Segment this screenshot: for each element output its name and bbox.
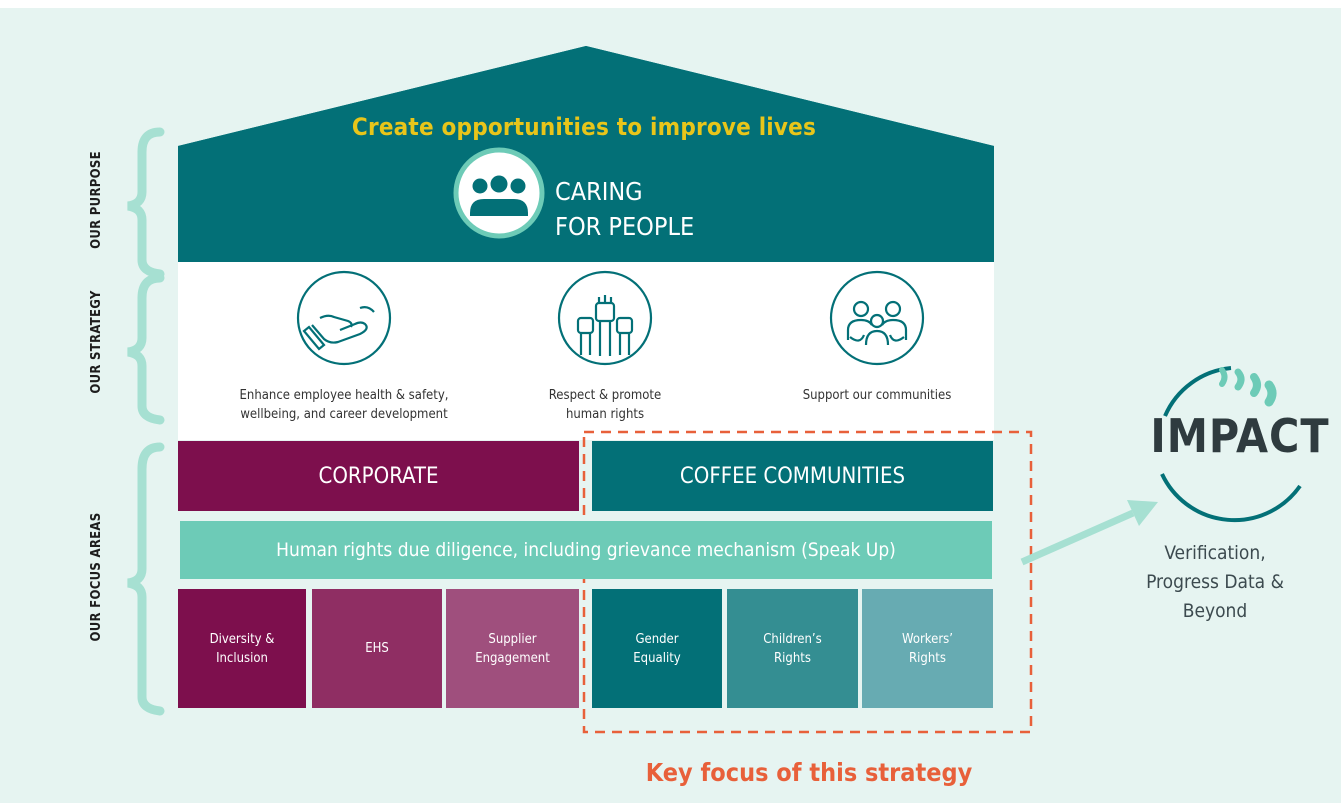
- tile-diversity-inclusion: Diversity & Inclusion: [178, 589, 306, 708]
- tile-ehs: EHS: [312, 589, 442, 708]
- roof-top: [178, 46, 994, 148]
- raised-fists-icon: [557, 270, 653, 366]
- corporate-title: CORPORATE: [318, 463, 439, 489]
- focus-brace: [127, 442, 165, 716]
- impact-caption: Verification, Progress Data & Beyond: [1115, 539, 1315, 626]
- impact-caption-line: Progress Data &: [1146, 571, 1284, 593]
- strategy-band: [178, 262, 994, 440]
- tile-childrens-rights: Children’s Rights: [727, 589, 858, 708]
- strategy-item-employees: Enhance employee health & safety, wellbe…: [194, 386, 494, 424]
- key-focus-caption: Key focus of this strategy: [645, 758, 973, 787]
- our-strategy-label: OUR STRATEGY: [89, 290, 104, 394]
- tile-workers-rights: Workers’ Rights: [862, 589, 993, 708]
- tile-supplier-engagement: Supplier Engagement: [446, 589, 579, 708]
- coffee-band: [592, 441, 993, 511]
- family-icon: [829, 270, 925, 366]
- strategy-text-line: wellbeing, and career development: [240, 407, 448, 422]
- side-braces: [127, 127, 165, 716]
- strategy-text-line: Respect & promote: [548, 388, 662, 403]
- pillar-title-line1: CARING: [555, 177, 643, 206]
- pillar-title-line2: FOR PEOPLE: [555, 212, 695, 241]
- corporate-band: [178, 441, 579, 511]
- our-focus-areas-label: OUR FOCUS AREAS: [89, 512, 104, 642]
- pillar-title: CARING FOR PEOPLE: [555, 174, 694, 244]
- impact-caption-line: Beyond: [1182, 600, 1248, 622]
- strategy-item-human-rights: Respect & promote human rights: [505, 386, 705, 424]
- strategy-item-communities: Support our communities: [757, 386, 997, 405]
- strategy-text-line: Support our communities: [802, 388, 952, 403]
- strategy-brace: [127, 273, 165, 425]
- impact-caption-line: Verification,: [1164, 542, 1266, 564]
- tile-gender-equality: Gender Equality: [592, 589, 722, 708]
- strategy-text-line: human rights: [565, 407, 645, 422]
- impact-emblem: [1160, 366, 1302, 523]
- impact-arrow: [1020, 500, 1158, 566]
- open-hand-icon: [296, 270, 392, 366]
- purpose-headline: Create opportunities to improve lives: [351, 113, 817, 141]
- strategy-text-line: Enhance employee health & safety,: [239, 388, 449, 403]
- impact-title: IMPACT: [1150, 409, 1330, 463]
- key-focus-outline: [582, 430, 1033, 734]
- due-diligence-band: Human rights due diligence, including gr…: [180, 521, 992, 579]
- people-icon: [453, 147, 545, 239]
- purpose-brace: [127, 127, 165, 279]
- coffee-communities-title: COFFEE COMMUNITIES: [679, 463, 906, 489]
